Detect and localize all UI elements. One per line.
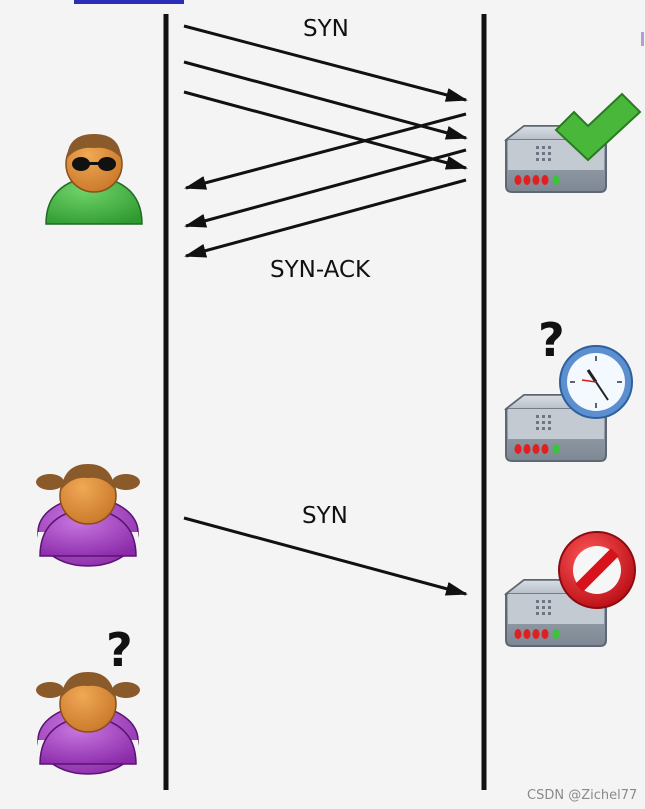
cropped-fragment [74, 0, 184, 4]
syn-arrow-bottom [183, 516, 468, 596]
syn-ack-arrow-1 [184, 112, 467, 190]
syn-ack-label: SYN-ACK [270, 257, 371, 283]
check-mark-icon [554, 92, 642, 162]
no-entry-icon [558, 531, 636, 609]
client-question-mark: ? [106, 623, 133, 677]
cropped-fragment-right [641, 32, 644, 46]
server-question-mark: ? [538, 313, 565, 367]
syn-ack-arrow-2 [184, 148, 467, 228]
syn-label-bottom: SYN [302, 503, 348, 529]
syn-arrow-3 [183, 90, 468, 170]
waiting-client-person-icon [35, 671, 141, 775]
syn-ack-arrow-3 [184, 178, 467, 258]
sunglasses-icon [72, 157, 116, 171]
clock-icon [559, 345, 633, 419]
syn-label-top: SYN [303, 16, 349, 42]
syn-arrow-1 [183, 24, 468, 102]
watermark: CSDN @Zichel77 [527, 788, 637, 803]
client-person-icon [35, 463, 141, 567]
attacker-person-icon [45, 134, 143, 225]
